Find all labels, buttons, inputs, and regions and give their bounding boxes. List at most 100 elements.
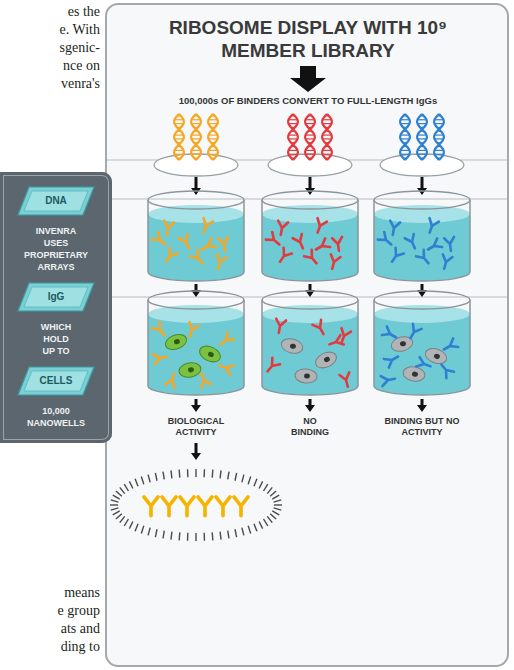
wrap-spacer	[447, 427, 464, 433]
membrane-tick	[135, 479, 138, 486]
helix-strand	[322, 114, 332, 160]
membrane-tick	[264, 484, 268, 491]
antibody	[328, 335, 344, 349]
antibody	[218, 237, 230, 252]
antibody	[388, 221, 400, 236]
antibody	[313, 218, 327, 234]
membrane-tick	[141, 477, 143, 485]
antibody	[439, 254, 452, 270]
cell	[294, 368, 317, 384]
membrane-tick	[254, 479, 257, 486]
antibody	[406, 324, 421, 341]
antibody	[276, 248, 292, 265]
dna-helix	[174, 114, 184, 160]
antibody	[162, 221, 174, 236]
beaker-liquid	[148, 214, 244, 281]
membrane-tick	[155, 529, 157, 537]
diagram-title: RIBOSOME DISPLAY WITH 10⁹ MEMBER LIBRARY	[168, 16, 448, 62]
membrane-tick	[203, 469, 205, 477]
liquid-surface	[148, 305, 244, 323]
cell-nucleus	[289, 343, 296, 349]
wrap-spacer	[380, 427, 397, 433]
membrane-tick	[248, 477, 250, 485]
wrap-spacer	[416, 39, 449, 45]
membrane-tick	[195, 469, 196, 477]
dna-helix	[400, 114, 410, 160]
cell-body	[178, 361, 202, 379]
article-text: ding to	[61, 638, 100, 656]
cell-nucleus	[399, 341, 406, 347]
down-arrow	[305, 177, 315, 195]
dna-helix	[305, 114, 315, 160]
dna-helix	[208, 114, 218, 160]
membrane-tick	[242, 528, 244, 536]
antibody	[198, 497, 212, 516]
membrane-tick	[235, 529, 237, 537]
beaker-liquid	[262, 314, 358, 395]
helix-strand	[208, 114, 218, 160]
antibody	[304, 250, 320, 267]
beaker-wall	[374, 200, 470, 281]
antibody	[425, 238, 442, 253]
antibody	[293, 234, 308, 250]
antibody	[165, 372, 179, 388]
membrane-tick	[267, 487, 272, 493]
antibody	[153, 352, 168, 364]
plate	[380, 154, 464, 176]
membrane-tick	[212, 532, 214, 540]
panel-text: INVENRA USES PROPRIETARY ARRAYS	[24, 225, 88, 273]
antibody	[276, 221, 288, 236]
antibody	[218, 361, 234, 375]
beaker-liquid	[148, 314, 244, 395]
chip-outer	[18, 283, 94, 311]
beaker-rim	[148, 191, 244, 209]
helix-strand	[305, 114, 315, 160]
helix-strand	[288, 114, 298, 160]
membrane-tick	[148, 475, 150, 483]
membrane-tick	[272, 511, 279, 515]
membrane-tick	[155, 473, 157, 481]
down-arrow	[305, 399, 315, 412]
membrane-tick	[163, 472, 164, 480]
cell	[402, 365, 426, 383]
down-arrow	[191, 443, 201, 460]
membrane-tick	[274, 508, 282, 510]
antibody	[381, 374, 396, 386]
cell-nucleus	[173, 338, 180, 345]
membrane-tick	[264, 519, 268, 526]
beaker	[148, 291, 244, 395]
membrane-tick	[116, 491, 122, 496]
outcome-label: BIOLOGICAL ACTIVITY	[168, 416, 224, 438]
helix-strand	[191, 114, 201, 160]
helix-strand	[400, 114, 410, 160]
antibody	[185, 322, 199, 338]
helix-strand	[288, 114, 298, 160]
antibody	[425, 218, 439, 234]
helix-strand	[417, 114, 427, 160]
liquid-surface	[374, 205, 470, 223]
antibody	[162, 248, 178, 265]
antibody	[162, 497, 176, 516]
cell-nucleus	[304, 373, 310, 379]
membrane-tick	[274, 504, 282, 505]
antibody	[213, 254, 226, 270]
cell	[197, 343, 223, 365]
cell-nucleus	[207, 351, 215, 358]
membrane-tick	[203, 533, 205, 541]
membrane-tick	[148, 528, 150, 536]
array-panel: INVENRA USES PROPRIETARY ARRAYSWHICH HOL…	[0, 172, 112, 443]
beaker-wall	[148, 300, 244, 395]
chip-outer	[18, 187, 94, 215]
antibody	[199, 238, 216, 253]
array-chip: DNA	[17, 186, 95, 216]
membrane-tick	[124, 519, 128, 526]
article-text: sgenic-	[60, 39, 100, 57]
down-arrow	[191, 177, 201, 195]
membrane-tick	[187, 533, 189, 541]
cell-body	[294, 368, 317, 384]
antibody	[179, 234, 194, 250]
cell	[163, 332, 188, 353]
liquid-surface	[148, 205, 244, 223]
antibody	[180, 497, 194, 516]
antibody	[378, 232, 395, 248]
